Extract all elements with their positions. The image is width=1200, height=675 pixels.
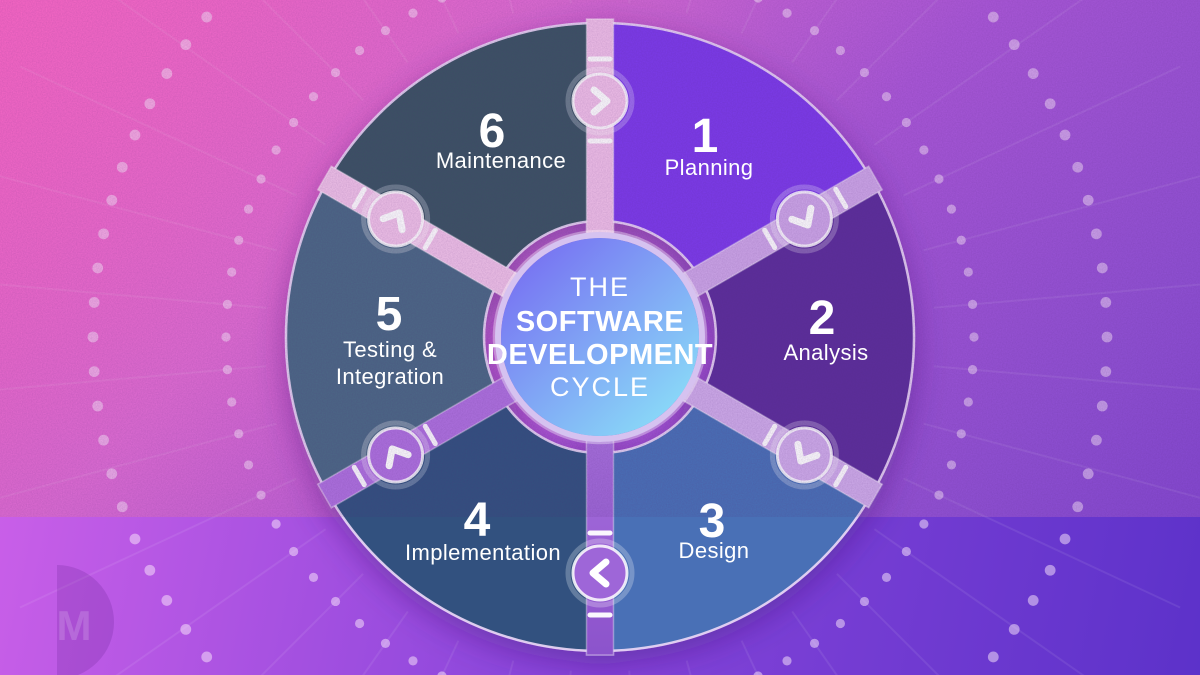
stage-4-label: Implementation	[405, 540, 561, 565]
decor-ray	[260, 573, 364, 675]
stage-4-number: 4	[464, 494, 491, 547]
stage-2-number: 2	[809, 292, 836, 345]
stage-1-number: 1	[692, 110, 719, 163]
connector-circle-3-to-4	[571, 544, 629, 602]
center-title-software: SOFTWARE	[516, 306, 684, 338]
decor-dot	[1027, 595, 1039, 606]
stage-3-number: 3	[699, 495, 726, 548]
decor-dot	[330, 596, 341, 607]
decor-dot	[1044, 564, 1056, 576]
stage-5-label-line1: Testing &	[343, 337, 437, 362]
decor-dot	[308, 572, 319, 583]
decor-dot	[1008, 623, 1020, 635]
decor-dot	[408, 656, 418, 666]
stage-2-label: Analysis	[783, 340, 868, 365]
decor-dot	[161, 595, 173, 606]
stage-5-label-line2: Integration	[336, 364, 444, 389]
decor-dot	[271, 519, 281, 529]
decor-dot	[987, 651, 999, 663]
decor-dot	[144, 564, 156, 576]
decor-dot	[180, 623, 192, 635]
decor-ray	[836, 573, 940, 675]
decor-dot	[859, 596, 870, 607]
stage-1-label: Planning	[665, 155, 754, 180]
watermark-letter: M	[57, 602, 92, 649]
chevron-left-icon	[589, 558, 610, 588]
decor-ray	[791, 610, 838, 675]
center-hub: THE SOFTWARE DEVELOPMENT CYCLE	[487, 229, 713, 445]
center-circle	[501, 238, 699, 436]
watermark-logo: M	[57, 565, 114, 675]
decor-dot	[901, 546, 911, 557]
decor-dot	[380, 638, 391, 648]
center-title-cycle: CYCLE	[550, 372, 650, 402]
stage-labels: 1 Planning 2 Analysis 3 Design 4 Impleme…	[336, 105, 868, 565]
stage-5-number: 5	[376, 288, 403, 341]
connector-halo	[565, 538, 635, 608]
decor-dot	[919, 519, 929, 529]
decor-dot	[201, 651, 213, 663]
decor-ray	[362, 610, 409, 675]
center-title-the: THE	[570, 272, 630, 302]
decor-dot	[129, 533, 141, 545]
stage-6-number: 6	[479, 105, 506, 158]
decor-dot	[1059, 533, 1071, 545]
decor-dot	[881, 572, 892, 583]
center-outer-rim	[492, 229, 708, 445]
watermark-halfcircle-icon	[57, 565, 114, 675]
decor-dot	[782, 656, 792, 666]
decor-dot	[753, 671, 763, 675]
center-title-development: DEVELOPMENT	[487, 339, 713, 371]
decor-dot	[354, 618, 365, 629]
decor-dot	[289, 546, 299, 557]
decor-dot	[809, 638, 820, 648]
decor-dot	[437, 671, 447, 675]
center-ring	[495, 232, 705, 442]
decor-dot	[835, 618, 846, 629]
stage-6-label: Maintenance	[436, 148, 566, 173]
stage-3-label: Design	[679, 538, 750, 563]
